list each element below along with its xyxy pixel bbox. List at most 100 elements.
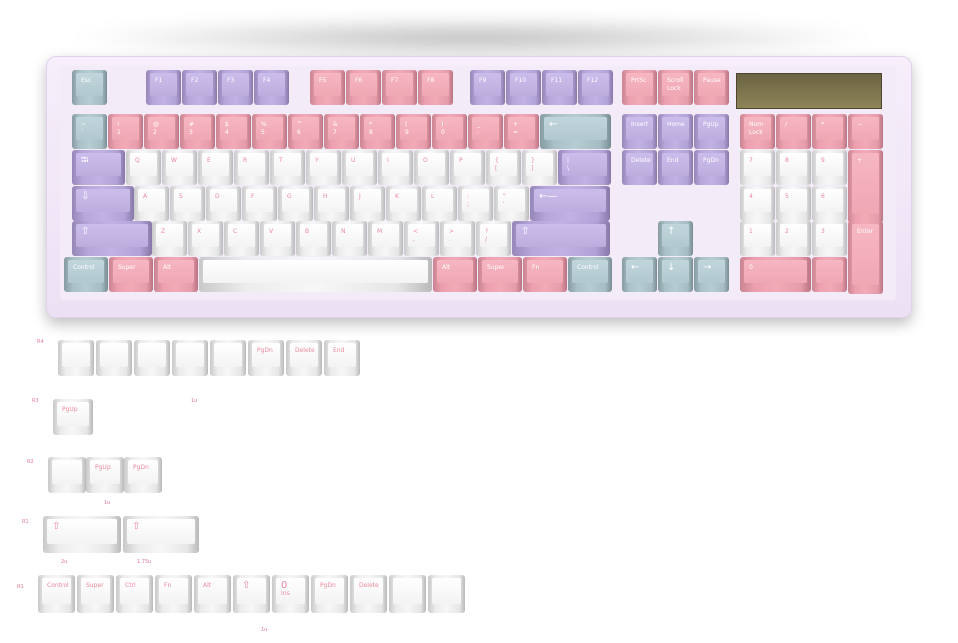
key-pgdn[interactable]: PgDn — [694, 150, 729, 185]
key-f9[interactable]: F9 — [470, 70, 505, 105]
key-caps[interactable]: ⇩ — [72, 186, 134, 221]
key-l[interactable]: L — [422, 186, 457, 221]
key-lalt[interactable]: Alt — [154, 257, 198, 292]
key-i[interactable]: I — [378, 150, 413, 185]
key-f1[interactable]: F1 — [146, 70, 181, 105]
key-f4[interactable]: F4 — [254, 70, 289, 105]
key-q[interactable]: Q — [126, 150, 161, 185]
key-x[interactable]: X — [188, 221, 223, 256]
key-f8[interactable]: F8 — [418, 70, 453, 105]
key-kp5[interactable]: 5 — [776, 186, 811, 221]
key-equal[interactable]: += — [504, 114, 539, 149]
key-lsuper[interactable]: Super — [109, 257, 153, 292]
key-n[interactable]: N — [332, 221, 367, 256]
key-kp3[interactable]: 3 — [812, 221, 847, 256]
key-n5[interactable]: %5 — [252, 114, 287, 149]
key-bksp[interactable]: ← — [540, 114, 611, 149]
key-kpminus[interactable]: − — [848, 114, 883, 149]
key-kpenter[interactable]: Enter — [848, 221, 883, 294]
key-pause[interactable]: Pause — [694, 70, 729, 105]
key-z[interactable]: Z — [152, 221, 187, 256]
key-n4[interactable]: $4 — [216, 114, 251, 149]
key-kpplus[interactable]: + — [848, 150, 883, 223]
key-s[interactable]: S — [170, 186, 205, 221]
key-ralt[interactable]: Alt — [433, 257, 477, 292]
key-f2[interactable]: F2 — [182, 70, 217, 105]
key-pgup[interactable]: PgUp — [694, 114, 729, 149]
key-v[interactable]: V — [260, 221, 295, 256]
key-enter[interactable]: ←— — [530, 186, 610, 221]
key-lbr[interactable]: {[ — [486, 150, 521, 185]
key-kpslash[interactable]: / — [776, 114, 811, 149]
key-grave[interactable]: ~` — [72, 114, 107, 149]
key-rshift[interactable]: ⇧ — [512, 221, 610, 256]
key-j[interactable]: J — [350, 186, 385, 221]
key-prtsc[interactable]: PrtSc — [622, 70, 657, 105]
key-w[interactable]: W — [162, 150, 197, 185]
key-d[interactable]: D — [206, 186, 241, 221]
key-right[interactable]: → — [694, 257, 729, 292]
key-f10[interactable]: F10 — [506, 70, 541, 105]
key-n1[interactable]: !1 — [108, 114, 143, 149]
key-home[interactable]: Home — [658, 114, 693, 149]
key-a[interactable]: A — [134, 186, 169, 221]
key-k[interactable]: K — [386, 186, 421, 221]
key-m[interactable]: M — [368, 221, 403, 256]
key-esc[interactable]: Esc — [72, 70, 107, 105]
key-left[interactable]: ← — [622, 257, 657, 292]
key-y[interactable]: Y — [306, 150, 341, 185]
key-rbr[interactable]: }] — [522, 150, 557, 185]
key-kp1[interactable]: 1 — [740, 221, 775, 256]
key-u[interactable]: U — [342, 150, 377, 185]
key-tab[interactable]: ⭾ — [72, 150, 125, 185]
key-f3[interactable]: F3 — [218, 70, 253, 105]
key-b[interactable]: B — [296, 221, 331, 256]
key-f5[interactable]: F5 — [310, 70, 345, 105]
key-n7[interactable]: &7 — [324, 114, 359, 149]
key-kp0[interactable]: 0 — [740, 257, 811, 292]
key-quote[interactable]: "' — [494, 186, 529, 221]
key-f6[interactable]: F6 — [346, 70, 381, 105]
key-lctrl[interactable]: Control — [64, 257, 108, 292]
key-kp2[interactable]: 2 — [776, 221, 811, 256]
key-fn[interactable]: Fn — [523, 257, 567, 292]
key-kp6[interactable]: 6 — [812, 186, 847, 221]
key-t[interactable]: T — [270, 150, 305, 185]
key-down[interactable]: ↓ — [658, 257, 693, 292]
key-f[interactable]: F — [242, 186, 277, 221]
key-kp7[interactable]: 7 — [740, 150, 775, 185]
key-r[interactable]: R — [234, 150, 269, 185]
key-end[interactable]: End — [658, 150, 693, 185]
key-up[interactable]: ↑ — [658, 221, 693, 256]
key-space[interactable] — [199, 257, 432, 292]
key-comma[interactable]: <, — [404, 221, 439, 256]
key-lshift[interactable]: ⇧ — [72, 221, 152, 256]
key-n6[interactable]: ^6 — [288, 114, 323, 149]
key-delete[interactable]: Delete — [622, 150, 657, 185]
key-period[interactable]: >. — [440, 221, 475, 256]
key-n8[interactable]: *8 — [360, 114, 395, 149]
key-c[interactable]: C — [224, 221, 259, 256]
key-bslash[interactable]: |\ — [558, 150, 611, 185]
key-kp9[interactable]: 9 — [812, 150, 847, 185]
key-n0[interactable]: )0 — [432, 114, 467, 149]
key-n2[interactable]: @2 — [144, 114, 179, 149]
key-g[interactable]: G — [278, 186, 313, 221]
key-insert[interactable]: Insert — [622, 114, 657, 149]
key-rsuper[interactable]: Super — [478, 257, 522, 292]
key-kp8[interactable]: 8 — [776, 150, 811, 185]
key-f12[interactable]: F12 — [578, 70, 613, 105]
key-f11[interactable]: F11 — [542, 70, 577, 105]
key-rctrl[interactable]: Control — [568, 257, 612, 292]
key-kp4[interactable]: 4 — [740, 186, 775, 221]
key-e[interactable]: E — [198, 150, 233, 185]
key-n9[interactable]: (9 — [396, 114, 431, 149]
key-p[interactable]: P — [450, 150, 485, 185]
key-kpstar[interactable]: * — [812, 114, 847, 149]
key-slash[interactable]: ?/ — [476, 221, 511, 256]
key-f7[interactable]: F7 — [382, 70, 417, 105]
key-n3[interactable]: #3 — [180, 114, 215, 149]
key-o[interactable]: O — [414, 150, 449, 185]
